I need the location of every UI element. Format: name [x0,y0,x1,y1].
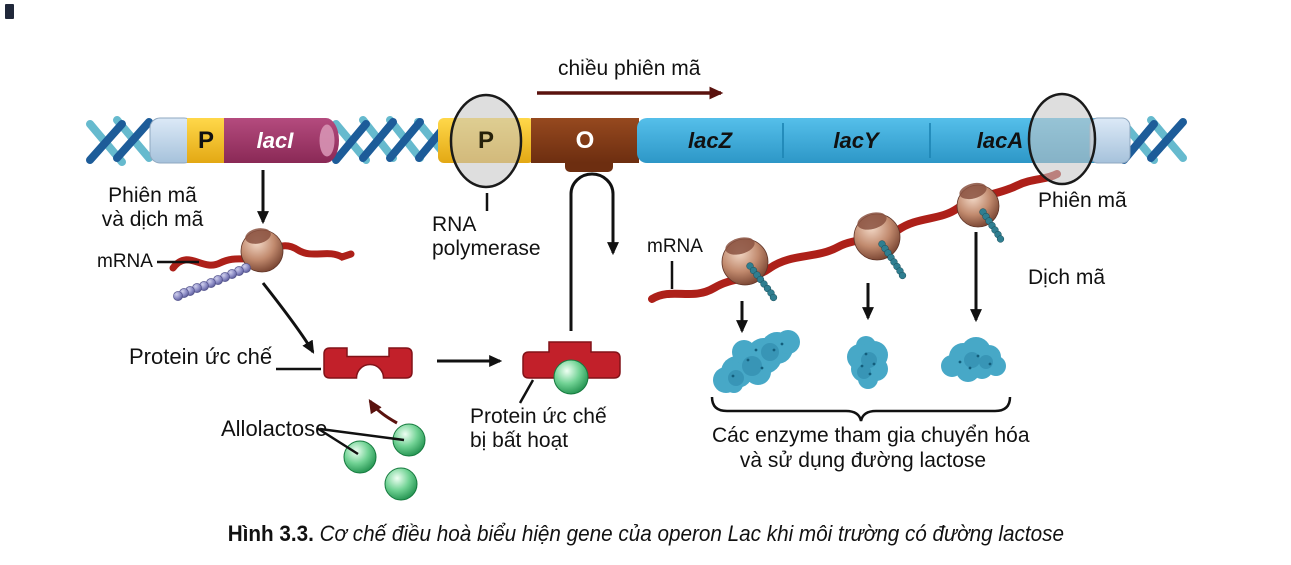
allolactose-bound [553,359,589,395]
rna-polymerase-circle-right [1027,92,1097,186]
transcription-translation-label: Phiên mã và dịch mã [101,184,204,231]
ribosome-left [240,228,284,273]
figure-caption-number: Hình 3.3. [227,521,314,546]
promoter-left-segment [187,118,225,163]
pointer-allolactose-2 [319,427,405,442]
mrna-left-label: mRNA [97,251,153,272]
polypeptide-beads-left [173,263,251,301]
flow-arrows [257,170,982,367]
pointer-inactivated-repressor [518,379,535,404]
arrow-allolactose-binds [368,399,398,425]
translation-label: Dịch mã [1028,266,1106,289]
dna-helix-middle [332,116,451,164]
enzyme-blob-3 [941,337,1006,382]
enzymes-caption: Các enzyme tham gia chuyển hóa và sử dụn… [712,424,1030,472]
ribosome-right-2 [853,212,907,280]
inactivated-repressor-label: Protein ức chế bị bất hoạt [470,405,607,452]
rna-polymerase-label: RNA polymerase [432,213,541,260]
promoter-left-label: P [197,127,214,154]
repressor-label: Protein ức chế [129,344,273,369]
operator-label: O [575,127,595,154]
allolactose-label: Allolactose [221,416,328,441]
ribosome-right-1 [721,237,778,302]
enzyme-blob-2 [847,336,888,389]
arrow-to-repressor [261,282,315,354]
laci-segment [224,118,326,163]
gene-dividers [782,123,931,158]
dna-helix-left [86,116,153,166]
pointer-allolactose-1 [316,426,359,456]
promoter-main-label: P [477,127,494,154]
laca-gene-label: lacA [976,128,1024,153]
enzyme-blob-1 [713,330,800,393]
enzymes-brace [710,396,1012,422]
lacy-gene-label: lacY [833,128,879,153]
pointer-lines [157,193,674,456]
figure-caption-text: Cơ chế điều hoà biểu hiện gene của opero… [313,521,1064,546]
operator-segment [531,118,639,163]
corner-artifact [5,4,14,19]
repressor-free [323,347,413,379]
arrow-repressor-leaves-operator [569,172,619,331]
allolactose-molecules [343,423,426,501]
laci-end-sheen [319,124,335,157]
rna-polymerase-circle-left [449,93,523,189]
structural-genes-segment [637,118,1105,163]
figure-caption: Hình 3.3. Cơ chế điều hoà biểu hiện gene… [0,521,1291,547]
lacz-gene-label: lacZ [687,128,733,153]
laci-gene-label: lacI [256,128,294,153]
transcription-direction-label: chiều phiên mã [558,57,701,80]
transcription-right-label: Phiên mã [1038,189,1127,212]
dna-helix-right [1120,116,1187,164]
ribosome-right-3 [956,182,1005,243]
mrna-right-label: mRNA [647,236,703,257]
